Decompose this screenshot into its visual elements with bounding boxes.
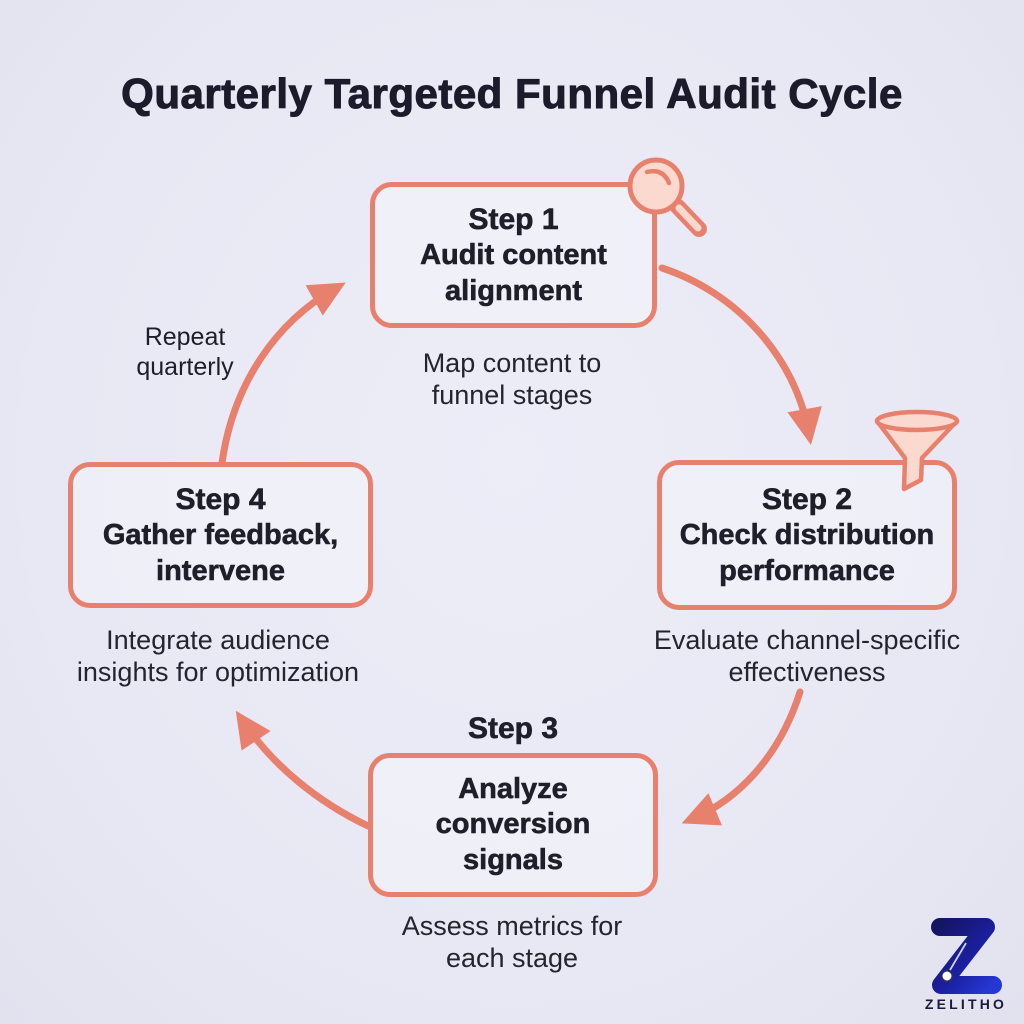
arrow-step3-to-step4 bbox=[235, 710, 372, 830]
step-4-label: Step 4 bbox=[175, 482, 266, 517]
step-4-box: Step 4 Gather feedback, intervene bbox=[68, 462, 373, 608]
step-3-title: Analyze conversion signals bbox=[435, 772, 591, 876]
step-1-box: Step 1 Audit content alignment bbox=[370, 182, 657, 328]
arrow-step1-to-step2 bbox=[658, 264, 822, 446]
step-3-box: Analyze conversion signals bbox=[368, 753, 658, 897]
step-4-caption: Integrate audience insights for optimiza… bbox=[76, 625, 360, 688]
step-3-caption: Assess metrics for each stage bbox=[401, 911, 623, 974]
brand-wordmark: ZELITHO bbox=[925, 996, 1007, 1012]
step-2-title: Check distribution performance bbox=[679, 519, 935, 587]
step-1-title: Audit content alignment bbox=[420, 239, 607, 307]
step-2-box: Step 2 Check distribution performance bbox=[657, 460, 957, 610]
step-2-caption: Evaluate channel-specific effectiveness bbox=[653, 625, 961, 688]
step-1-caption: Map content to funnel stages bbox=[422, 348, 602, 411]
step-3-label: Step 3 bbox=[467, 712, 559, 746]
repeat-quarterly-note: Repeat quarterly bbox=[136, 323, 234, 381]
page-title: Quarterly Targeted Funnel Audit Cycle bbox=[121, 70, 903, 118]
arrow-step2-to-step3 bbox=[681, 688, 804, 826]
step-4-title: Gather feedback, intervene bbox=[102, 519, 339, 587]
step-1-label: Step 1 bbox=[468, 202, 559, 237]
zelitho-logo: ZELITHO bbox=[925, 918, 1007, 1012]
z-icon bbox=[931, 918, 1002, 994]
step-2-label: Step 2 bbox=[761, 482, 853, 517]
